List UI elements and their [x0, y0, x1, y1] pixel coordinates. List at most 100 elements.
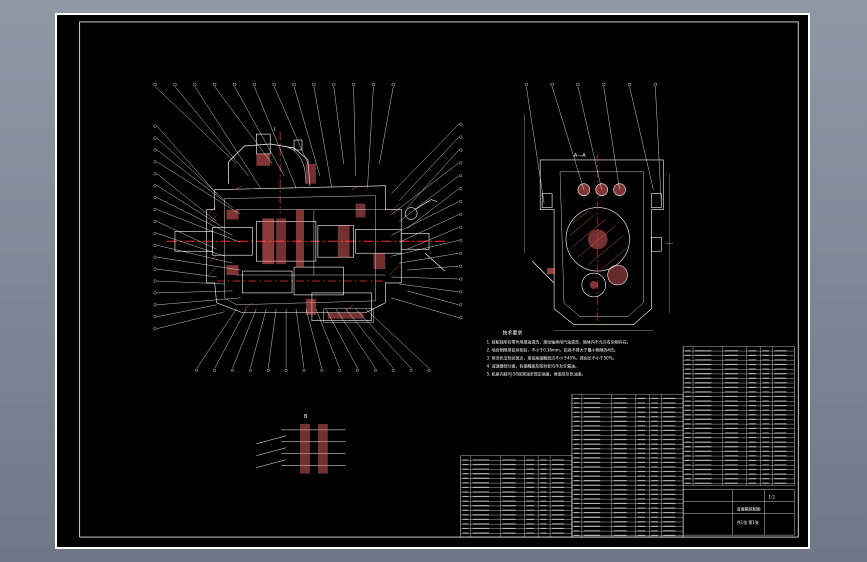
leader-line — [577, 86, 602, 190]
leader-balloon — [252, 82, 257, 87]
leader-balloon — [153, 82, 157, 87]
main-view-label: I — [274, 127, 275, 133]
leader-balloon — [459, 174, 463, 178]
detail-view-label: B — [304, 414, 308, 420]
leader-balloon — [193, 82, 197, 87]
leader-line — [157, 256, 241, 271]
leader-balloon — [459, 135, 463, 139]
leader-balloon — [602, 82, 606, 87]
leader-line — [353, 86, 356, 176]
leader-line — [232, 308, 257, 369]
leader-line — [250, 308, 267, 369]
leader-line — [156, 221, 217, 250]
leader-balloon — [153, 279, 157, 283]
leader-balloon — [338, 368, 342, 372]
leader-balloon — [391, 368, 395, 372]
leader-line — [268, 308, 277, 369]
leader-balloon — [153, 148, 157, 152]
leader-line — [305, 308, 323, 369]
leader-balloon — [153, 184, 157, 188]
leader-balloon — [459, 161, 463, 165]
leader-balloon — [576, 82, 580, 87]
leader-balloon — [232, 82, 237, 87]
leader-line — [629, 86, 654, 190]
drawing-scale: 1:2 — [768, 494, 775, 499]
leader-line — [254, 86, 297, 188]
leader-balloon — [213, 368, 217, 372]
side-section-view — [524, 114, 674, 331]
leader-balloon — [153, 243, 157, 247]
leader-balloon — [459, 303, 463, 307]
leader-balloon — [351, 82, 356, 87]
side-view-label: A—A — [574, 153, 586, 159]
leader-balloon — [272, 82, 276, 87]
leader-balloon — [284, 368, 288, 372]
cad-drawing-viewport[interactable]: I A—A B 技术要求 1. 装配前所有零件用煤油清洗，滚动轴承用汽油清洗，箱… — [55, 13, 810, 549]
leader-line — [391, 201, 459, 236]
leader-balloon — [459, 277, 463, 281]
leader-line — [399, 214, 459, 243]
leader-balloon — [459, 187, 463, 191]
main-section-view — [166, 132, 446, 323]
leader-line — [214, 86, 273, 164]
leader-line — [234, 86, 285, 176]
leader-line — [603, 86, 620, 190]
leader-line — [391, 240, 459, 257]
tech-req-item-3: 3. 用涂色法检验斑点，按齿高接触斑点不小于40%，按齿长不小于50%。 — [487, 355, 617, 360]
leader-balloon — [153, 303, 157, 307]
detail-view — [256, 423, 346, 474]
leader-balloon — [153, 267, 157, 271]
leader-line — [379, 86, 394, 164]
leader-balloon — [153, 327, 157, 331]
side-view-leaders — [524, 82, 662, 204]
leader-line — [399, 175, 459, 222]
title-block — [682, 489, 795, 536]
leader-line — [293, 86, 321, 176]
leader-line — [526, 86, 545, 204]
leader-balloon — [391, 82, 395, 87]
leader-line — [157, 297, 241, 306]
leader-balloon — [524, 82, 528, 87]
leader-balloon — [627, 82, 632, 87]
leader-line — [156, 161, 241, 215]
leader-balloon — [409, 368, 413, 372]
leader-balloon — [153, 315, 157, 319]
leader-line — [407, 188, 459, 229]
leader-line — [407, 265, 459, 271]
leader-line — [156, 197, 233, 236]
leader-balloon — [153, 231, 157, 235]
inner-frame — [79, 21, 799, 538]
leader-balloon — [173, 82, 177, 87]
leader-balloon — [459, 238, 463, 242]
tech-req-item-1: 1. 装配前所有零件用煤油清洗，滚动轴承用汽油清洗，箱体内不允许有杂物存在。 — [487, 340, 631, 345]
leader-line — [157, 304, 217, 317]
leader-line — [156, 126, 217, 194]
leader-line — [194, 86, 261, 188]
leader-balloon — [153, 172, 157, 176]
leader-line — [157, 290, 233, 294]
leader-line — [156, 185, 225, 229]
drawing-sheet: 共1张 第1张 — [737, 520, 759, 525]
leader-line — [295, 308, 305, 369]
leader-balloon — [459, 225, 463, 229]
leader-line — [345, 308, 394, 369]
leader-line — [156, 209, 241, 243]
leader-balloon — [153, 136, 157, 140]
leader-balloon — [356, 368, 360, 372]
leader-balloon — [153, 160, 157, 164]
leader-balloon — [550, 82, 554, 87]
leader-line — [157, 245, 233, 264]
leader-line — [156, 173, 217, 222]
leader-balloon — [302, 368, 306, 372]
tech-req-item-5: 5. 机座内装HJ-50润滑油至规定高度，表面涂灰色油漆。 — [487, 371, 586, 376]
leader-balloon — [212, 82, 217, 87]
leader-line — [156, 137, 225, 201]
leader-line — [365, 308, 430, 369]
leader-line — [315, 308, 340, 369]
leader-line — [156, 149, 233, 208]
leader-line — [214, 308, 247, 369]
leader-line — [196, 308, 237, 369]
technical-requirements: 技术要求 1. 装配前所有零件用煤油清洗，滚动轴承用汽油清洗，箱体内不允许有杂物… — [487, 330, 631, 377]
leader-line — [399, 253, 459, 264]
tech-req-title: 技术要求 — [502, 330, 522, 337]
